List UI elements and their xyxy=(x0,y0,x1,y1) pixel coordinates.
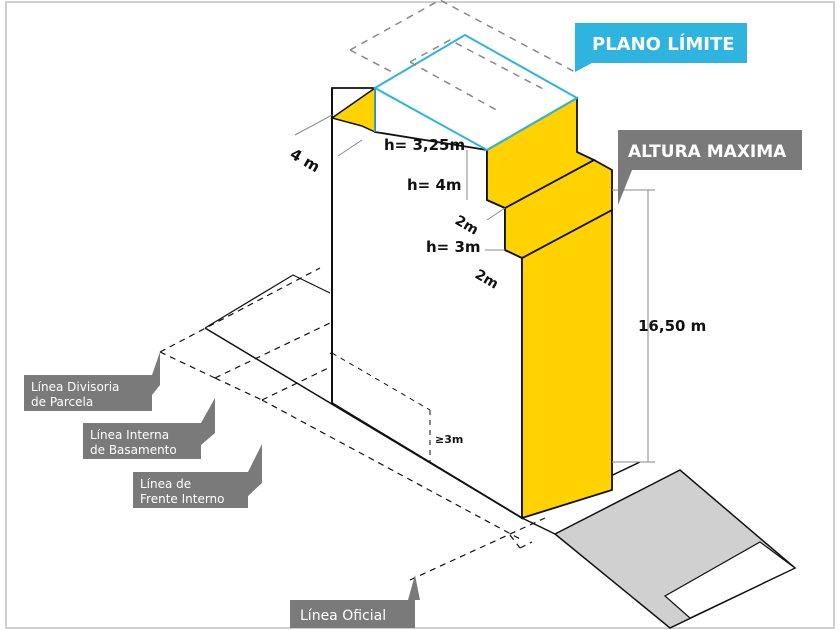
label-linea-oficial-text: Línea Oficial xyxy=(300,608,386,624)
label-linea-interna-line1: Línea Interna xyxy=(90,428,169,442)
label-linea-frente-line2: Frente Interno xyxy=(140,492,225,506)
label-altura-maxima: ALTURA MAXIMA xyxy=(618,130,802,205)
side-face-base xyxy=(521,208,613,520)
label-linea-interna-line2: de Basamento xyxy=(90,443,177,457)
plano-limite-plane xyxy=(372,33,580,152)
frame-border xyxy=(5,1,835,629)
dim-h1: h= 3,25m xyxy=(384,136,465,154)
label-linea-divisoria: Línea Divisoria de Parcela xyxy=(24,352,160,411)
sidewalk-curb xyxy=(663,541,797,619)
label-plano-limite: PLANO LÍMITE xyxy=(575,23,747,72)
dim-h3: h= 3m xyxy=(426,238,481,256)
label-plano-limite-text: PLANO LÍMITE xyxy=(592,33,735,55)
label-linea-divisoria-line2: de Parcela xyxy=(31,395,93,409)
dim-h2: h= 4m xyxy=(407,176,462,194)
label-linea-interna: Línea Interna de Basamento xyxy=(83,398,215,459)
plane-dashed-outline xyxy=(349,0,576,113)
label-linea-divisoria-line1: Línea Divisoria xyxy=(31,380,119,394)
label-linea-frente: Línea de Frente Interno xyxy=(133,444,262,508)
step-line-2 xyxy=(504,209,613,259)
front-dashed-lines xyxy=(331,352,431,462)
label-linea-frente-line1: Línea de xyxy=(140,477,191,491)
dim-max-height: 16,50 m xyxy=(638,317,706,335)
label-altura-maxima-text: ALTURA MAXIMA xyxy=(628,142,787,162)
dim-setback-top: 4 m xyxy=(287,145,323,176)
lot-outline xyxy=(204,274,331,329)
ground-line-front xyxy=(521,517,556,535)
label-linea-oficial: Línea Oficial xyxy=(290,575,420,628)
dim-min-front: ≥3m xyxy=(435,433,463,446)
